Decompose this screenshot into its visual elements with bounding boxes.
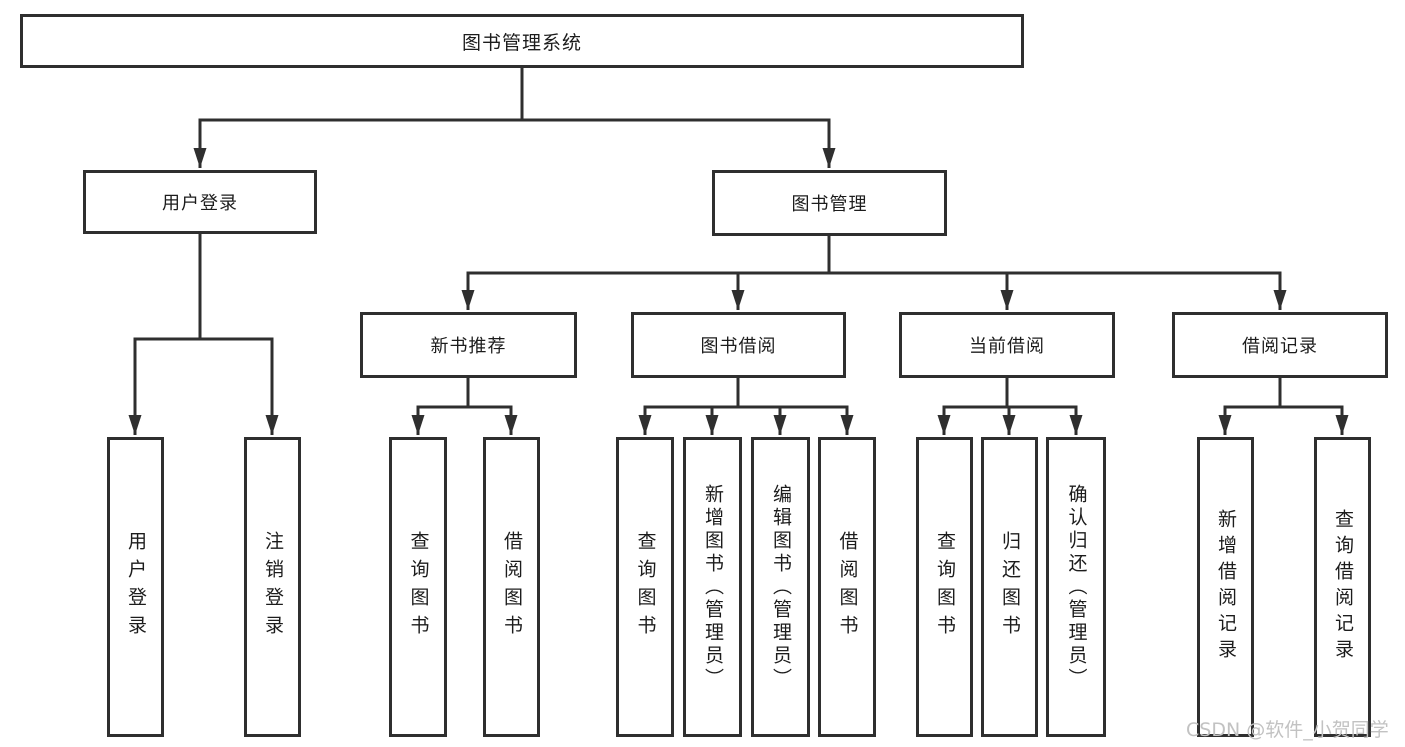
node-label: 用户登录	[125, 531, 147, 643]
node-label: 当前借阅	[969, 336, 1045, 357]
node-leaf-add-borrow-record: 新增借阅记录	[1197, 437, 1254, 737]
node-label: 查询图书	[407, 531, 430, 643]
node-label: 借阅记录	[1242, 336, 1318, 357]
node-label: 新增借阅记录	[1215, 509, 1237, 665]
node-leaf-borrow-books-2: 借阅图书	[818, 437, 876, 737]
node-label: 归还图书	[999, 531, 1021, 643]
node-label: 图书借阅	[700, 336, 777, 357]
node-leaf-edit-books-admin: 编辑图书（管理员）	[751, 437, 810, 737]
node-leaf-confirm-return-admin: 确认归还（管理员）	[1046, 437, 1106, 737]
node-label: 查询图书	[634, 531, 657, 643]
node-leaf-add-books-admin: 新增图书（管理员）	[683, 437, 742, 737]
node-label: 注销登录	[262, 531, 284, 643]
node-leaf-search-books-2: 查询图书	[616, 437, 674, 737]
node-label: 借阅图书	[501, 531, 523, 643]
node-current-borrowing: 当前借阅	[899, 312, 1115, 378]
node-label: 确认归还（管理员）	[1065, 483, 1088, 691]
node-label: 新增图书（管理员）	[702, 483, 724, 691]
node-new-book-recommendation: 新书推荐	[360, 312, 577, 378]
node-leaf-borrow-books-1: 借阅图书	[483, 437, 540, 737]
node-label: 查询借阅记录	[1332, 509, 1354, 665]
node-leaf-return-books: 归还图书	[981, 437, 1038, 737]
node-leaf-search-books-1: 查询图书	[389, 437, 447, 737]
node-label: 查询图书	[934, 531, 956, 643]
node-label: 编辑图书（管理员）	[770, 483, 792, 691]
csdn-watermark: CSDN @软件_小贺同学	[1186, 719, 1389, 741]
node-book-borrowing: 图书借阅	[631, 312, 846, 378]
node-label: 新书推荐	[430, 336, 507, 357]
node-library-management-system: 图书管理系统	[20, 14, 1024, 68]
node-leaf-logout: 注销登录	[244, 437, 301, 737]
node-leaf-user-login: 用户登录	[107, 437, 164, 737]
node-user-login-branch: 用户登录	[83, 170, 317, 234]
node-label: 用户登录	[162, 193, 238, 214]
node-borrowing-records: 借阅记录	[1172, 312, 1388, 378]
node-leaf-search-books-3: 查询图书	[916, 437, 973, 737]
node-label: 图书管理	[791, 194, 868, 215]
node-label: 借阅图书	[836, 531, 859, 643]
node-leaf-search-borrow-record: 查询借阅记录	[1314, 437, 1371, 737]
node-label: 图书管理系统	[461, 31, 582, 54]
node-book-management-branch: 图书管理	[712, 170, 947, 236]
